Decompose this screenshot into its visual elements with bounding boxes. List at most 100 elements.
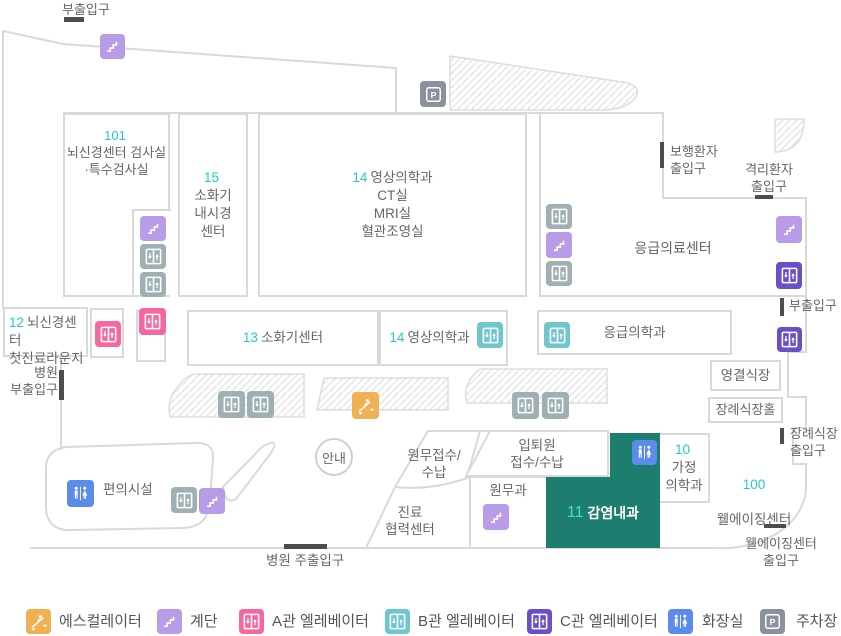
elevator-icon: [546, 261, 572, 286]
label-isolation-patient-entrance: 격리환자 출입구: [745, 162, 793, 194]
legend-label-restroom: 화장실: [702, 613, 744, 630]
room-label: 응급의학과: [603, 324, 666, 340]
room-number: 13: [242, 330, 258, 346]
room-label: 웰에이징센터: [716, 511, 792, 527]
entrance-mark: [64, 17, 84, 22]
stairs-icon: [140, 216, 166, 241]
room-label: 가정 의학과: [665, 460, 703, 493]
escalator-icon: [26, 609, 51, 634]
elevator-icon: [247, 391, 274, 418]
elevator-icon: [542, 392, 569, 419]
entrance-mark: [764, 524, 786, 528]
legend-label-escalator: 에스컬레이터: [59, 613, 142, 630]
room-number: 14: [389, 330, 405, 346]
entrance-mark: [59, 370, 64, 400]
elevator-icon: [140, 244, 166, 269]
elevator-c-icon: [776, 262, 802, 289]
elevator-c-icon: [777, 327, 802, 352]
legend-label-parking: 주차장: [796, 613, 838, 630]
stairs-icon: [157, 609, 182, 634]
stairs-icon: [776, 216, 802, 243]
stairs-icon: [100, 34, 125, 59]
room-10-family-medicine: 10 가정 의학과: [658, 433, 710, 503]
elevator-a-icon: [95, 321, 121, 347]
room-number: 14: [352, 170, 368, 186]
restroom-icon: [668, 609, 693, 634]
label-side-entrance-right: 부출입구: [789, 298, 837, 313]
elevator-icon: [218, 391, 245, 418]
room-number: 12: [9, 315, 25, 330]
elevator-icon: [546, 204, 572, 229]
entrance-mark: [780, 298, 784, 316]
room-number: 101: [104, 128, 126, 143]
room-label: 영결식장: [720, 367, 771, 383]
room-memorial-hall: 영결식장: [710, 360, 781, 391]
room-detail: CT실 MRI실 혈관조영실: [361, 188, 424, 239]
escalator-icon: [352, 392, 379, 419]
elevator-b-icon: [385, 609, 410, 634]
entrance-mark: [755, 195, 773, 199]
parking-icon: P: [420, 81, 446, 107]
room-label: 안내: [322, 450, 346, 466]
room-label: 소화기 내시경 센터: [194, 188, 232, 239]
room-number: 100: [742, 477, 766, 493]
emergency-medical-center-label: 응급의료센터: [634, 240, 712, 256]
svg-text:P: P: [430, 89, 436, 99]
entrance-mark: [660, 142, 664, 168]
label-walking-patient-entrance: 보행환자 출입구: [670, 144, 718, 176]
room-14-radiology-small: 14 영상의학과: [379, 310, 508, 366]
stairs-icon: [546, 232, 572, 258]
parking-icon: P: [760, 609, 785, 634]
room-emergency-dept: 응급의학과: [537, 310, 732, 355]
label-wellaging-entrance: 웰에이징센터 출입구: [745, 536, 817, 568]
room-label: 영상의학과: [370, 170, 433, 186]
svg-text:P: P: [770, 617, 776, 627]
convenience-label: 편의시설: [103, 482, 153, 497]
elevator-icon: [171, 487, 197, 513]
room-15-endoscopy-center: 15 소화기 내시경 센터: [178, 113, 248, 297]
room-label: 감염내과: [587, 504, 640, 521]
room-label: 장례식장홀: [715, 402, 776, 418]
label-hospital-side-entrance: 병원 부출입구: [10, 365, 58, 397]
legend-label-elevator-b: B관 엘레베이터: [418, 613, 515, 630]
legend-label-elevator-c: C관 엘레베이터: [560, 613, 658, 630]
cooperation-center-label: 진료 협력센터: [385, 505, 435, 538]
room-label: 영상의학과: [407, 330, 470, 346]
restroom-icon: [67, 480, 94, 507]
admin-reception-label: 원무접수/ 수납: [407, 448, 461, 481]
admin-office-label: 원무과: [489, 483, 527, 498]
entrance-mark: [284, 544, 327, 549]
elevator-icon: [140, 272, 166, 297]
room-number: 15: [203, 170, 220, 186]
room-13-gastro-center: 13 소화기센터: [187, 310, 379, 366]
elevator-a-icon: [239, 609, 264, 634]
admission-label: 입퇴원 접수/수납: [510, 438, 564, 471]
label-funeral-entrance: 장례식장 출입구: [790, 426, 838, 458]
room-number: 11: [566, 503, 584, 521]
elevator-b-icon: [544, 322, 570, 348]
entrance-mark: [780, 428, 784, 444]
label-side-entrance-top: 부출입구: [62, 2, 110, 17]
room-number: 10: [674, 442, 691, 458]
restroom-icon: [632, 440, 657, 465]
room-label: 뇌신경센터 첫진료라운지: [9, 315, 84, 366]
legend-label-elevator-a: A관 엘레베이터: [272, 613, 369, 630]
elevator-a-icon: [139, 308, 166, 335]
info-desk: 안내: [315, 438, 353, 476]
room-label: 뇌신경센터 검사실 ·특수검사실: [66, 145, 167, 178]
legend-label-stairs: 계단: [190, 613, 218, 630]
room-funeral-hall: 장례식장홀: [708, 397, 783, 423]
elevator-icon: [512, 392, 539, 419]
room-label: 소화기센터: [260, 330, 324, 346]
elevator-c-icon: [527, 609, 552, 634]
elevator-b-icon: [477, 322, 503, 348]
stairs-icon: [483, 504, 509, 530]
stairs-icon: [199, 488, 225, 514]
room-100-wellaging-label: 100 웰에이징센터: [706, 459, 802, 528]
room-11-infection-lower: 11 감염내과: [546, 477, 660, 548]
